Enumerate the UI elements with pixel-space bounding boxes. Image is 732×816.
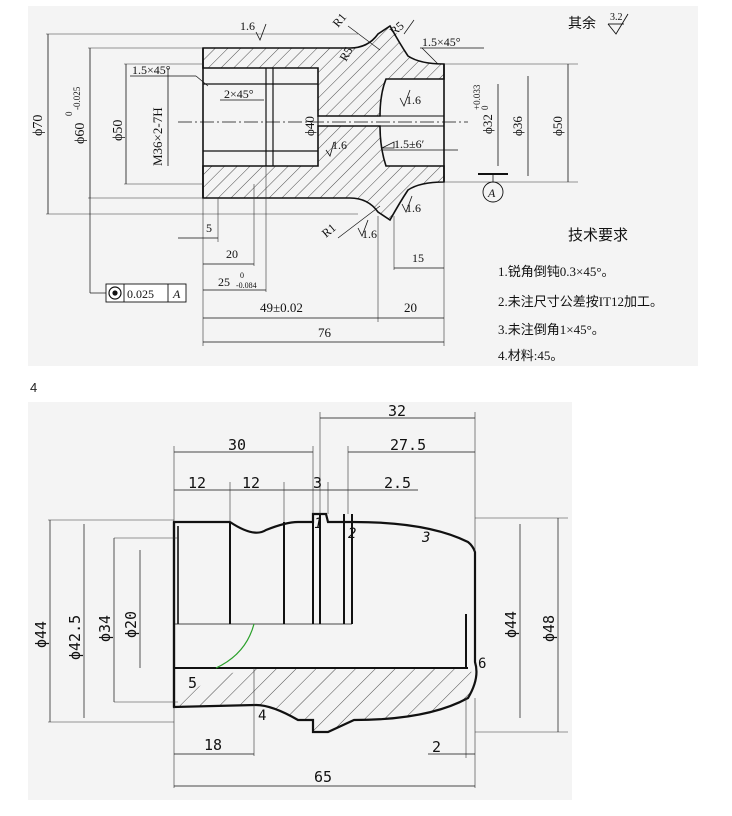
roughness-symbol-icon bbox=[255, 23, 267, 41]
shaft-drawing: 32 30 27.5 12 12 3 2.5 ϕ44 ϕ42.5 ϕ34 ϕ20… bbox=[32, 402, 568, 788]
dim-30: 30 bbox=[228, 436, 246, 454]
dim-65: 65 bbox=[314, 768, 332, 786]
dim-phi50-right: ϕ50 bbox=[550, 116, 565, 136]
chamfer-groove: 2×45° bbox=[224, 87, 254, 101]
requirement-2: 2.未注尺寸公差按IT12加工。 bbox=[498, 294, 663, 309]
dim-phi44-right: ϕ44 bbox=[502, 611, 520, 638]
surface-note-prefix: 其余 bbox=[568, 15, 596, 32]
tol-phi32-upper: +0.033 bbox=[472, 84, 482, 110]
radius-r1-bottom: R1 bbox=[319, 221, 339, 241]
roughness-symbol-icon bbox=[399, 89, 411, 107]
chamfer-right: 1.5×45° bbox=[422, 35, 461, 49]
roughness-symbol-icon bbox=[607, 13, 629, 35]
point-2: 2 bbox=[348, 526, 356, 542]
tol-phi60-lower: -0.025 bbox=[72, 86, 82, 110]
dim-l76: 76 bbox=[318, 325, 332, 340]
dim-phi34: ϕ34 bbox=[96, 615, 114, 642]
dim-2: 2 bbox=[432, 738, 441, 756]
taper-label: 1.5±6′ bbox=[394, 137, 425, 151]
radius-r1-top: R1 bbox=[330, 10, 350, 30]
bottom-drawing-panel: 32 30 27.5 12 12 3 2.5 ϕ44 ϕ42.5 ϕ34 ϕ20… bbox=[28, 402, 572, 800]
part-outline bbox=[172, 512, 478, 734]
dim-2-5: 2.5 bbox=[384, 474, 411, 492]
dim-phi70: ϕ70 bbox=[31, 115, 46, 136]
dim-phi42-5: ϕ42.5 bbox=[66, 615, 84, 660]
concentricity-value: 0.025 bbox=[127, 287, 154, 301]
tol-l25-lower: -0.084 bbox=[236, 281, 257, 290]
arc-highlight bbox=[215, 623, 255, 669]
point-6: 6 bbox=[478, 656, 486, 672]
dim-l20a: 20 bbox=[226, 247, 238, 261]
dim-l15: 15 bbox=[412, 251, 424, 265]
roughness-symbol-icon bbox=[325, 141, 335, 157]
requirement-3: 3.未注倒角1×45°。 bbox=[498, 322, 605, 337]
point-5: 5 bbox=[188, 674, 197, 692]
dim-l49: 49±0.02 bbox=[260, 300, 303, 315]
datum-letter: A bbox=[487, 186, 496, 200]
requirement-4: 4.材料:45。 bbox=[498, 348, 563, 363]
radius-r5-right: R5 bbox=[387, 19, 407, 39]
radius-r5-top: R5 bbox=[336, 44, 355, 63]
dim-phi44-left: ϕ44 bbox=[32, 621, 50, 648]
dim-phi40: ϕ40 bbox=[302, 116, 317, 136]
dim-32: 32 bbox=[388, 402, 406, 420]
requirements-title: 技术要求 bbox=[568, 227, 628, 244]
dim-phi60: ϕ60 bbox=[73, 123, 88, 144]
section-hatch-top bbox=[202, 24, 445, 117]
point-4: 4 bbox=[258, 708, 266, 724]
taper-icon bbox=[381, 141, 395, 149]
section-hatch-bottom bbox=[202, 125, 445, 222]
dim-phi36: ϕ36 bbox=[510, 116, 525, 136]
dim-l20b: 20 bbox=[404, 300, 417, 315]
dim-12a: 12 bbox=[188, 474, 206, 492]
section-hatch bbox=[174, 668, 474, 732]
tol-phi60-upper: 0 bbox=[64, 111, 74, 116]
roughness-bore-mid: 1.6 bbox=[332, 138, 347, 152]
roughness-symbol-icon bbox=[401, 195, 413, 213]
dim-12b: 12 bbox=[242, 474, 260, 492]
point-3: 3 bbox=[421, 530, 430, 546]
datum-circle bbox=[482, 181, 504, 203]
chamfer-left: 1.5×45° bbox=[132, 63, 171, 77]
dim-3: 3 bbox=[313, 474, 322, 492]
bushing-drawing: ϕ70 ϕ60 0 -0.025 ϕ50 M36×2-7H ϕ40 ϕ32 +0… bbox=[31, 10, 663, 363]
point-1: 1 bbox=[314, 516, 322, 532]
requirement-1: 1.锐角倒钝0.3×45°。 bbox=[498, 264, 615, 279]
page-number: 4 bbox=[30, 380, 38, 395]
tol-phi32-lower: 0 bbox=[480, 105, 490, 110]
dim-phi32: ϕ32 bbox=[480, 114, 495, 134]
top-drawing-panel: ϕ70 ϕ60 0 -0.025 ϕ50 M36×2-7H ϕ40 ϕ32 +0… bbox=[28, 6, 698, 366]
dim-l5: 5 bbox=[206, 221, 212, 235]
dim-phi48: ϕ48 bbox=[540, 615, 558, 642]
tol-l25-upper: 0 bbox=[240, 271, 244, 280]
dim-27-5: 27.5 bbox=[390, 436, 426, 454]
dim-18: 18 bbox=[204, 736, 222, 754]
dim-phi20: ϕ20 bbox=[122, 611, 140, 638]
dim-m36: M36×2-7H bbox=[150, 107, 165, 166]
roughness-bottom: 1.6 bbox=[362, 227, 377, 241]
surface-note-value: 3.2 bbox=[610, 12, 623, 23]
roughness-symbol-icon bbox=[357, 219, 369, 237]
roughness-top: 1.6 bbox=[240, 19, 255, 33]
concentricity-datum: A bbox=[172, 287, 181, 301]
concentricity-icon bbox=[108, 286, 122, 300]
roughness-bore-right: 1.6 bbox=[406, 93, 421, 107]
dim-phi50: ϕ50 bbox=[111, 120, 126, 141]
roughness-bottom-right: 1.6 bbox=[406, 201, 421, 215]
dim-l25: 25 bbox=[218, 275, 230, 289]
